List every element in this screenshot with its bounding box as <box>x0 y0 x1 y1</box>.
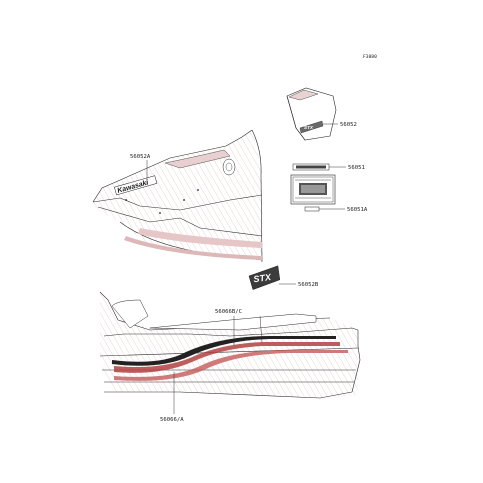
stx-decal-small-icon: STX <box>299 120 324 134</box>
part-label-56066A: 56066/A <box>160 417 184 423</box>
front-hull-illustration: Kawasaki <box>92 129 263 263</box>
part-label-56051: 56051 <box>348 165 365 171</box>
part-label-56052: 56052 <box>340 122 357 128</box>
warning-plate <box>290 174 336 205</box>
part-label-56052B: 56052B <box>298 282 319 288</box>
label-strip-56051 <box>292 163 330 171</box>
stx-emblem: STX <box>248 265 281 290</box>
figure-code: F3880 <box>363 54 377 60</box>
stx-emblem-text: STX <box>253 272 273 284</box>
hood-cover-illustration: STX <box>286 87 337 141</box>
part-label-56051A: 56051A <box>347 207 368 213</box>
part-label-56052A: 56052A <box>130 154 151 160</box>
stx-small-text: STX <box>304 125 314 130</box>
part-label-56066BC: 56066B/C <box>215 309 242 315</box>
rear-hull-illustration <box>99 291 361 399</box>
tag-56051A <box>304 206 320 212</box>
